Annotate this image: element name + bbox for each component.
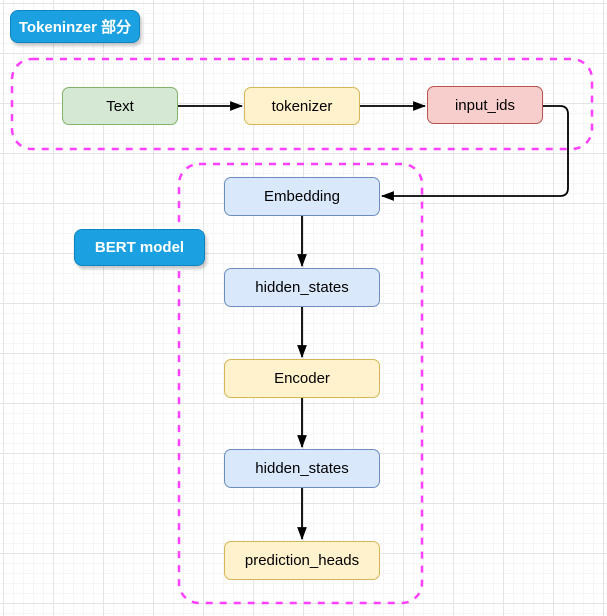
edge-inputids-to-embedding bbox=[380, 105, 569, 201]
tokenizer-section-label[interactable]: Tokeninzer 部分 bbox=[10, 10, 140, 43]
node-text[interactable]: Text bbox=[62, 87, 178, 125]
node-embedding[interactable]: Embedding bbox=[224, 177, 380, 216]
node-prediction-heads[interactable]: prediction_heads bbox=[224, 541, 380, 580]
node-hidden-states-1[interactable]: hidden_states bbox=[224, 268, 380, 307]
tokenizer-group-frame[interactable] bbox=[10, 57, 594, 151]
node-input-ids[interactable]: input_ids bbox=[427, 86, 543, 124]
bert-model-group-frame[interactable] bbox=[177, 162, 424, 605]
bert-model-label[interactable]: BERT model bbox=[74, 229, 205, 266]
node-hidden-states-2[interactable]: hidden_states bbox=[224, 449, 380, 488]
node-encoder[interactable]: Encoder bbox=[224, 359, 380, 398]
node-tokenizer[interactable]: tokenizer bbox=[244, 87, 360, 125]
